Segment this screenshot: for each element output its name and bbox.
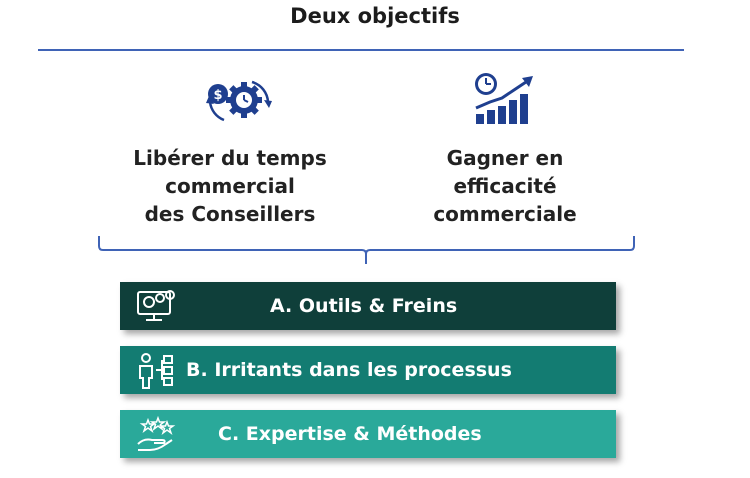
objective-line: Libérer du temps	[133, 146, 327, 170]
svg-text:$: $	[213, 88, 222, 103]
lever-label: C. Expertise & Méthodes	[218, 423, 482, 445]
lever-label: B. Irritants dans les processus	[186, 359, 512, 381]
objective-line: des Conseillers	[144, 202, 316, 226]
lever-expertise-methodes: C. Expertise & Méthodes	[120, 410, 616, 458]
hand-stars-icon	[137, 416, 176, 451]
money-gear-clock-icon: $	[206, 80, 272, 122]
lever-outils-freins: A. Outils & Freins	[120, 282, 616, 330]
objective-free-time: Libérer du temps commercial des Conseill…	[110, 144, 350, 228]
page-title: Deux objectifs	[290, 4, 460, 28]
monitor-gears-icon	[137, 290, 175, 321]
person-process-icon	[139, 353, 173, 389]
growth-chart-clock-icon	[475, 73, 533, 124]
objective-line: Gagner en	[446, 146, 564, 170]
objective-line: commercial	[165, 174, 295, 198]
lever-label: A. Outils & Freins	[270, 295, 458, 317]
objective-line: efficacité	[453, 174, 557, 198]
title-divider	[38, 49, 684, 51]
objective-line: commerciale	[433, 202, 577, 226]
lever-irritants-processus: B. Irritants dans les processus	[120, 346, 616, 394]
objective-efficiency: Gagner en efficacité commerciale	[390, 144, 620, 228]
